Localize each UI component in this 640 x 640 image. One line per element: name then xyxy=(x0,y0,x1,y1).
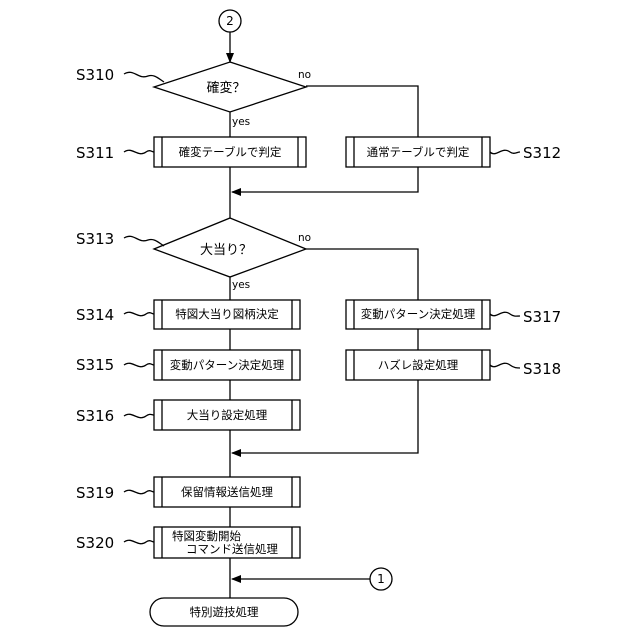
s310-no-label: no xyxy=(298,69,311,81)
leader-s318 xyxy=(490,363,520,368)
leader-s315 xyxy=(124,363,154,366)
s313-yes-label: yes xyxy=(232,279,250,291)
step-id-s315: S315 xyxy=(76,356,114,374)
process-s315-text: 変動パターン決定処理 xyxy=(170,358,285,372)
decision-s313-text: 大当り？ xyxy=(200,243,252,258)
leader-s311 xyxy=(124,150,154,153)
leader-s314 xyxy=(124,312,154,315)
step-id-s319: S319 xyxy=(76,484,114,502)
leader-s312 xyxy=(490,150,520,153)
process-s316-text: 大当り設定処理 xyxy=(187,408,268,422)
decision-s310-text: 確変？ xyxy=(206,80,245,96)
step-id-s316: S316 xyxy=(76,407,114,425)
connector-2-label: 2 xyxy=(226,14,234,28)
leader-s320 xyxy=(124,540,154,543)
step-id-s320: S320 xyxy=(76,534,114,552)
flow-line-no xyxy=(306,86,418,137)
s313-no-label: no xyxy=(298,232,311,244)
process-s314-text: 特図大当り図柄決定 xyxy=(175,307,279,321)
leader-s313 xyxy=(124,236,164,246)
step-id-s310: S310 xyxy=(76,66,114,84)
leader-s310 xyxy=(124,72,164,82)
leader-s316 xyxy=(124,414,154,417)
process-s312-text: 通常テーブルで判定 xyxy=(367,145,470,159)
flow-line-merge xyxy=(232,167,418,192)
flow-line-no xyxy=(306,249,418,300)
step-id-s314: S314 xyxy=(76,306,114,324)
process-s319-text: 保留情報送信処理 xyxy=(181,485,273,499)
leader-s317 xyxy=(490,312,520,316)
step-id-s312: S312 xyxy=(523,144,561,162)
step-id-s311: S311 xyxy=(76,144,114,162)
process-s320-text-line2: コマンド送信処理 xyxy=(186,542,278,556)
step-id-s317: S317 xyxy=(523,308,561,326)
terminal-text: 特別遊技処理 xyxy=(190,605,259,619)
connector-1-label: 1 xyxy=(377,572,385,586)
step-id-s318: S318 xyxy=(523,360,561,378)
s310-yes-label: yes xyxy=(232,116,250,128)
process-s318-text: ハズレ設定処理 xyxy=(378,358,459,372)
process-s311-text: 確変テーブルで判定 xyxy=(179,145,282,159)
process-s317-text: 変動パターン決定処理 xyxy=(361,307,476,321)
process-s320-text-line1: 特図変動開始 xyxy=(172,529,241,543)
leader-s319 xyxy=(124,490,154,493)
step-id-s313: S313 xyxy=(76,230,114,248)
